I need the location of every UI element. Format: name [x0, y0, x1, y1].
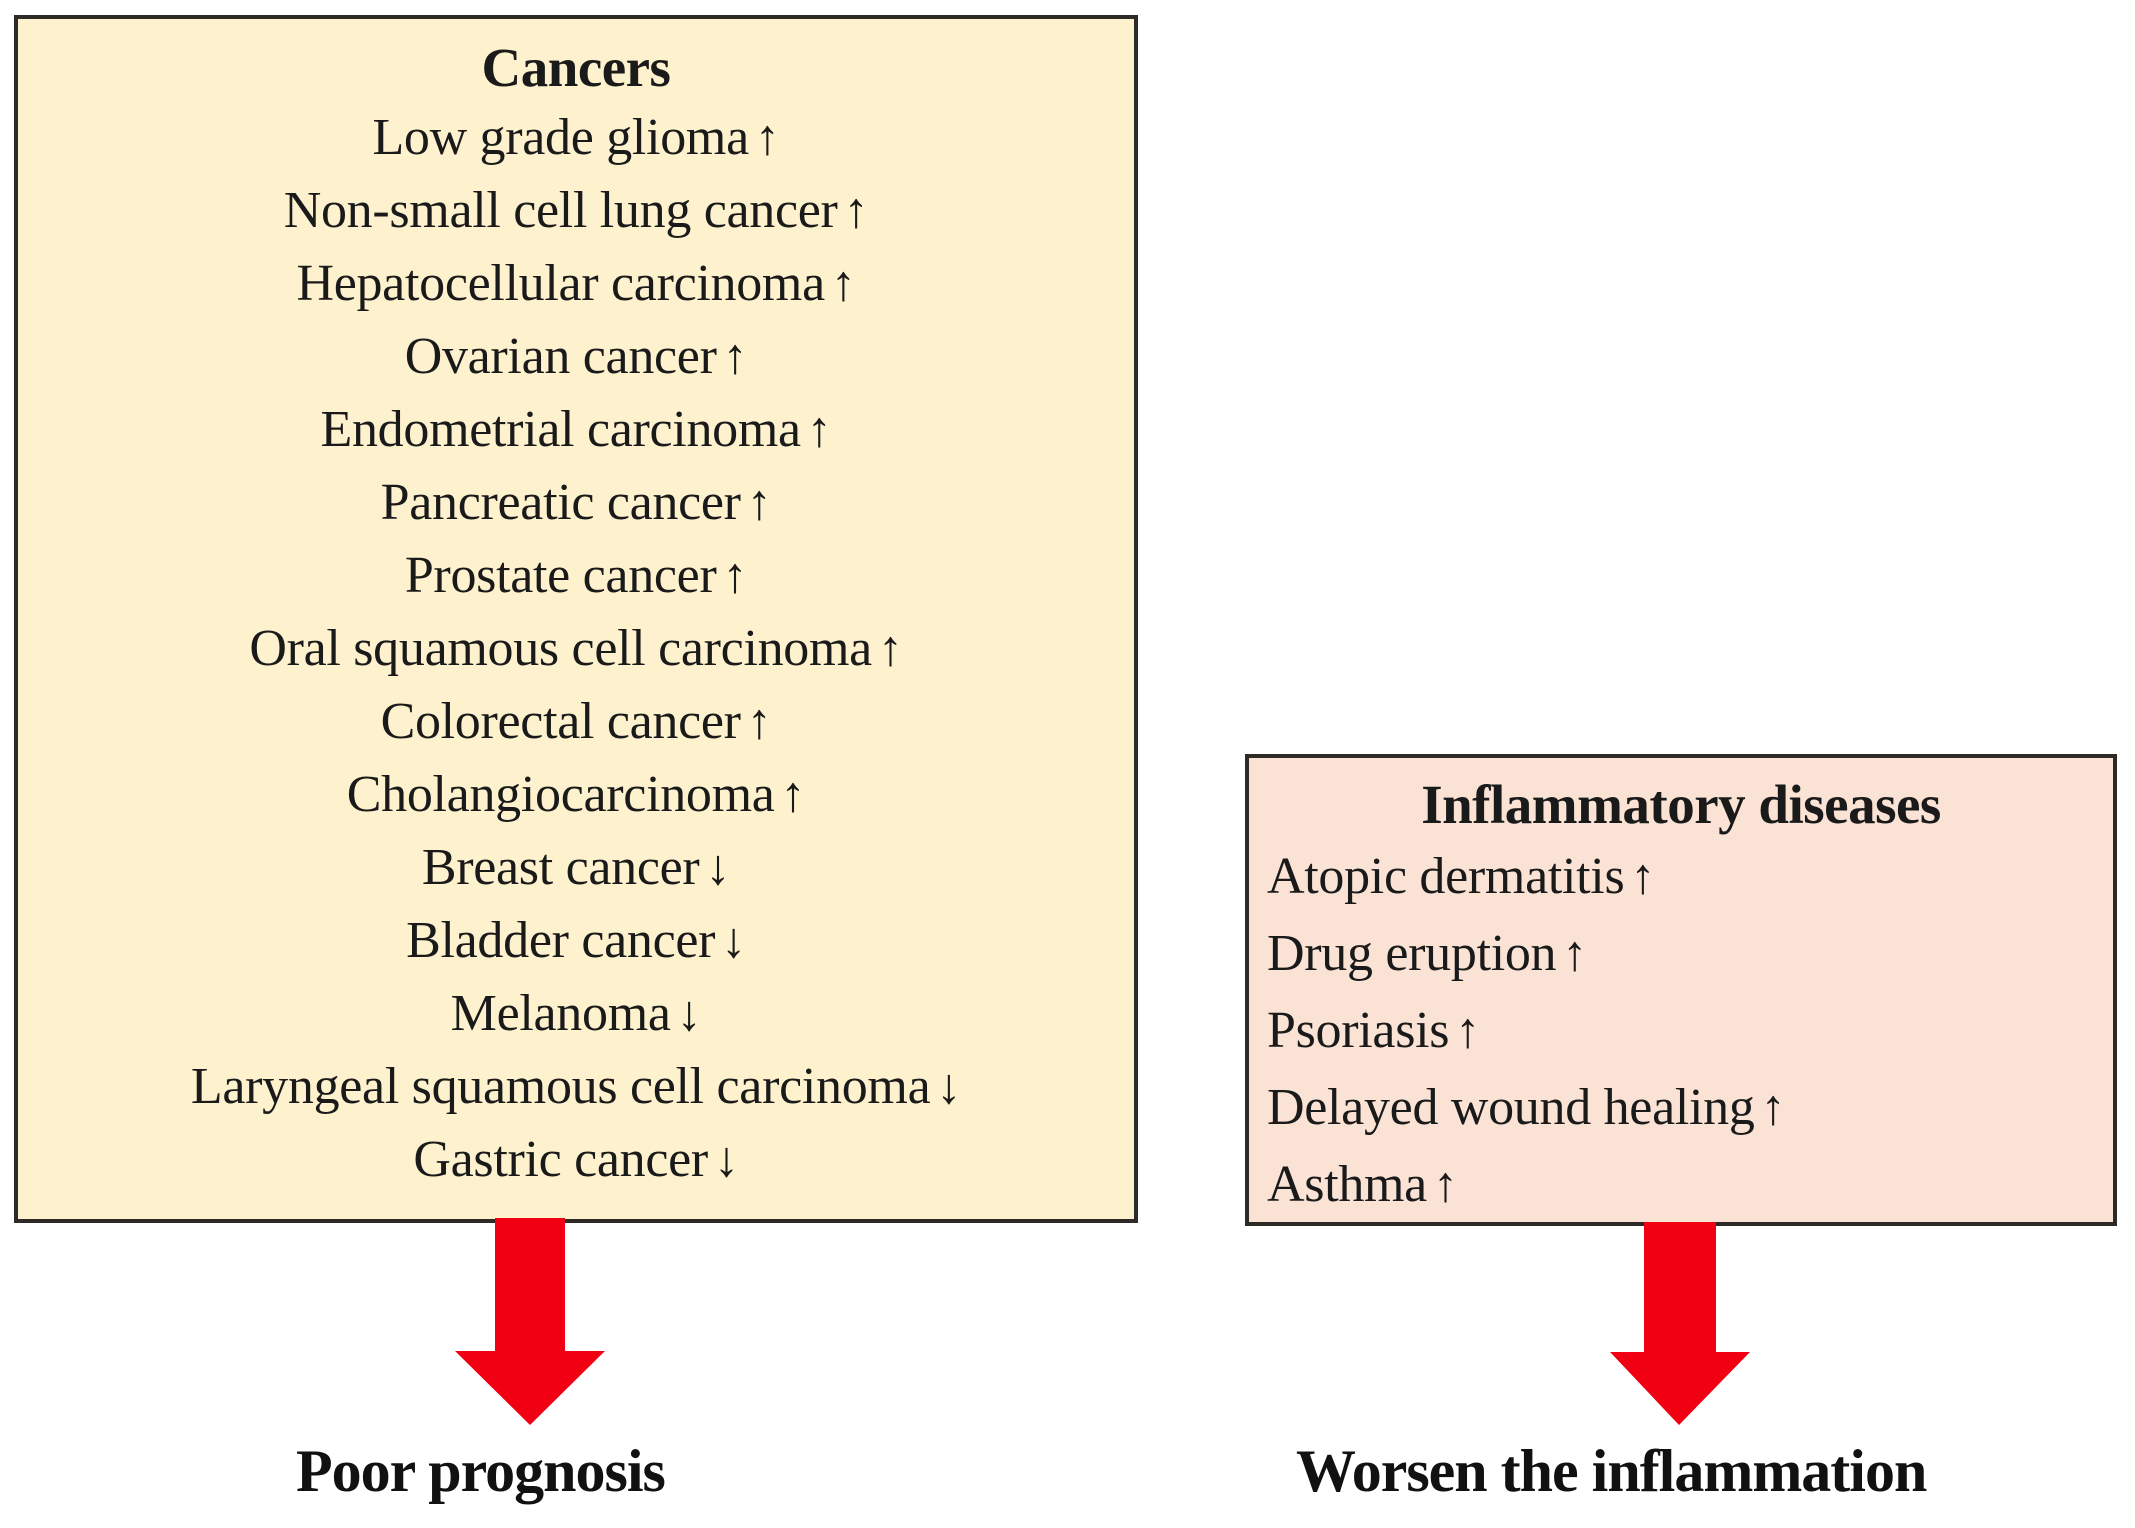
inflammatory-list-item-label: Delayed wound healing [1267, 1079, 1755, 1136]
cancer-list-item: Non-small cell lung cancer↑ [18, 174, 1134, 247]
cancer-list-item: Gastric cancer↓ [18, 1123, 1134, 1196]
inflammatory-list-item-label: Psoriasis [1267, 1002, 1450, 1059]
trend-up-icon: ↑ [1562, 925, 1587, 981]
inflammatory-list-item: Psoriasis↑ [1249, 992, 2113, 1069]
trend-down-icon: ↓ [721, 912, 746, 968]
trend-up-icon: ↑ [746, 693, 772, 749]
inflammatory-list-item: Drug eruption↑ [1249, 915, 2113, 992]
cancers-panel-title: Cancers [481, 37, 671, 98]
trend-up-icon: ↑ [722, 328, 748, 384]
cancer-list-item-label: Hepatocellular carcinoma [296, 255, 825, 312]
cancer-list-item: Bladder cancer↓ [18, 904, 1134, 977]
trend-up-icon: ↑ [830, 255, 856, 311]
trend-up-icon: ↑ [1432, 1156, 1458, 1212]
trend-down-icon: ↓ [936, 1058, 962, 1114]
trend-up-icon: ↑ [1760, 1079, 1786, 1135]
inflammatory-list-item-label: Atopic dermatitis [1267, 848, 1625, 905]
cancer-list-item-label: Prostate cancer [404, 547, 717, 604]
cancer-list-item: Prostate cancer↑ [18, 539, 1134, 612]
cancer-list-item: Melanoma↓ [18, 977, 1134, 1050]
down-arrow-icon-cancers [455, 1218, 605, 1433]
cancer-list-item: Cholangiocarcinoma↑ [18, 758, 1134, 831]
cancer-list-item-label: Laryngeal squamous cell carcinoma [190, 1058, 931, 1115]
cancer-list-item: Low grade glioma↑ [18, 101, 1134, 174]
cancer-list-item: Hepatocellular carcinoma↑ [18, 247, 1134, 320]
inflammatory-list-item: Delayed wound healing↑ [1249, 1069, 2113, 1146]
trend-up-icon: ↑ [746, 474, 772, 530]
cancer-list-item-label: Bladder cancer [406, 912, 716, 969]
cancer-list-item-label: Endometrial carcinoma [320, 401, 802, 458]
cancer-list-item-label: Colorectal cancer [380, 693, 741, 750]
down-arrow-icon-inflammatory [1600, 1222, 1750, 1433]
inflammatory-list-item: Atopic dermatitis↑ [1249, 838, 2113, 915]
trend-up-icon: ↑ [843, 182, 869, 238]
cancer-list-item: Pancreatic cancer↑ [18, 466, 1134, 539]
cancer-list-item-label: Non-small cell lung cancer [283, 182, 838, 239]
cancers-panel: Cancers Low grade glioma↑Non-small cell … [14, 15, 1138, 1223]
cancer-list-item: Colorectal cancer↑ [18, 685, 1134, 758]
worsen-inflammation-label: Worsen the inflammation [1296, 1438, 1927, 1504]
cancers-list: Low grade glioma↑Non-small cell lung can… [18, 101, 1134, 1196]
inflammatory-list-item-label: Drug eruption [1267, 925, 1557, 982]
cancer-list-item-label: Oral squamous cell carcinoma [249, 620, 872, 677]
trend-up-icon: ↑ [1455, 1002, 1480, 1058]
inflammatory-diseases-panel-title: Inflammatory diseases [1421, 774, 1941, 835]
trend-down-icon: ↓ [705, 839, 731, 895]
trend-up-icon: ↑ [877, 620, 903, 676]
trend-up-icon: ↑ [754, 109, 780, 165]
cancer-list-item: Ovarian cancer↑ [18, 320, 1134, 393]
inflammatory-list-item-label: Asthma [1267, 1156, 1427, 1213]
cancer-list-item-label: Low grade glioma [372, 109, 749, 166]
cancer-list-item-label: Gastric cancer [413, 1131, 708, 1188]
poor-prognosis-label: Poor prognosis [296, 1438, 666, 1504]
inflammatory-diseases-panel: Inflammatory diseases Atopic dermatitis↑… [1245, 754, 2117, 1226]
inflammatory-diseases-list: Atopic dermatitis↑Drug eruption↑Psoriasi… [1249, 838, 2113, 1223]
trend-down-icon: ↓ [676, 985, 702, 1041]
cancer-list-item: Oral squamous cell carcinoma↑ [18, 612, 1134, 685]
cancer-list-item-label: Ovarian cancer [404, 328, 717, 385]
cancer-list-item-label: Breast cancer [421, 839, 700, 896]
trend-down-icon: ↓ [713, 1131, 739, 1187]
cancer-list-item-label: Pancreatic cancer [380, 474, 741, 531]
trend-up-icon: ↑ [806, 401, 832, 457]
cancer-list-item-label: Melanoma [450, 985, 671, 1042]
trend-up-icon: ↑ [722, 547, 748, 603]
cancer-list-item: Endometrial carcinoma↑ [18, 393, 1134, 466]
cancer-list-item: Laryngeal squamous cell carcinoma↓ [18, 1050, 1134, 1123]
cancer-list-item: Breast cancer↓ [18, 831, 1134, 904]
inflammatory-list-item: Asthma↑ [1249, 1146, 2113, 1223]
trend-up-icon: ↑ [780, 766, 806, 822]
trend-up-icon: ↑ [1630, 848, 1656, 904]
cancer-list-item-label: Cholangiocarcinoma [346, 766, 775, 823]
